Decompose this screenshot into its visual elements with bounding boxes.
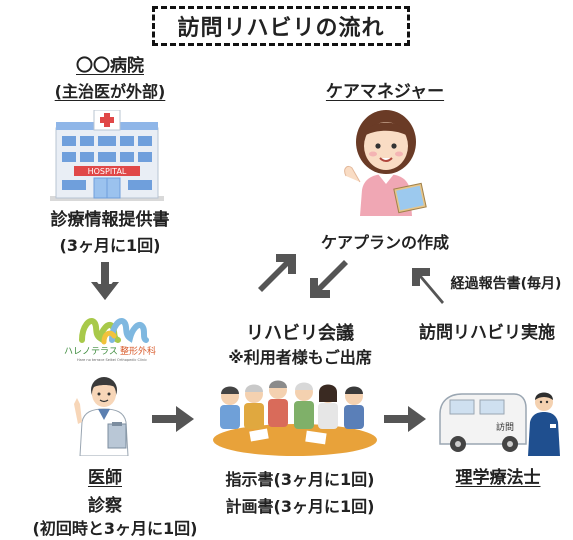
- arrow-up-right-icon: [258, 254, 296, 292]
- therapist-label: 理学療法士: [455, 468, 541, 488]
- hospital-name: 〇〇病院: [76, 56, 144, 76]
- doctor-illustration: [74, 377, 129, 456]
- hospital-note: (主治医が外部): [54, 82, 166, 101]
- clinic-name-2: 整形外科: [120, 345, 156, 357]
- clinic-logo: ハレノテラス 整形外科 Hare no terrace Seikei Ortho…: [64, 318, 156, 362]
- clinic-name: ハレノテラス: [64, 346, 118, 357]
- hospital-sign: HOSPITAL: [88, 167, 127, 176]
- care-manager-label: ケアマネジャー: [325, 82, 445, 102]
- meeting-title: リハビリ会議: [246, 323, 354, 344]
- meeting-illustration: [213, 380, 377, 456]
- arrow-right-icon: [384, 406, 426, 432]
- doctor-action: 診察: [88, 496, 122, 516]
- hospital-icon: HOSPITAL: [50, 110, 164, 201]
- care-manager-illustration: [344, 110, 427, 216]
- arrow-right-icon: [152, 406, 194, 432]
- arrow-down-icon: [91, 262, 119, 300]
- van-label: 訪問: [496, 421, 514, 433]
- clinic-subtitle: Hare no terrace Seikei Orthopedic Clinic: [77, 358, 147, 362]
- arrow-up-left-icon: [412, 268, 444, 304]
- therapist-illustration: 訪問: [439, 392, 560, 456]
- plan-document: 計画書(3ヶ月に1回): [225, 497, 375, 516]
- visit-rehab-action: 訪問リハビリ実施: [419, 323, 555, 343]
- progress-report-label: 経過報告書(毎月): [450, 276, 562, 292]
- meeting-note: ※利用者様もご出席: [228, 348, 372, 367]
- care-plan-label: ケアプランの作成: [320, 233, 449, 252]
- hospital-document-frequency: (3ヶ月に1回): [59, 236, 161, 255]
- page-title: 訪問リハビリの流れ: [152, 6, 410, 46]
- arrow-down-left-icon: [310, 260, 348, 298]
- hospital-document: 診療情報提供書: [50, 210, 170, 230]
- instruction-document: 指示書(3ヶ月に1回): [225, 470, 375, 489]
- doctor-frequency: (初回時と3ヶ月に1回): [32, 519, 198, 538]
- doctor-label: 医師: [88, 468, 122, 488]
